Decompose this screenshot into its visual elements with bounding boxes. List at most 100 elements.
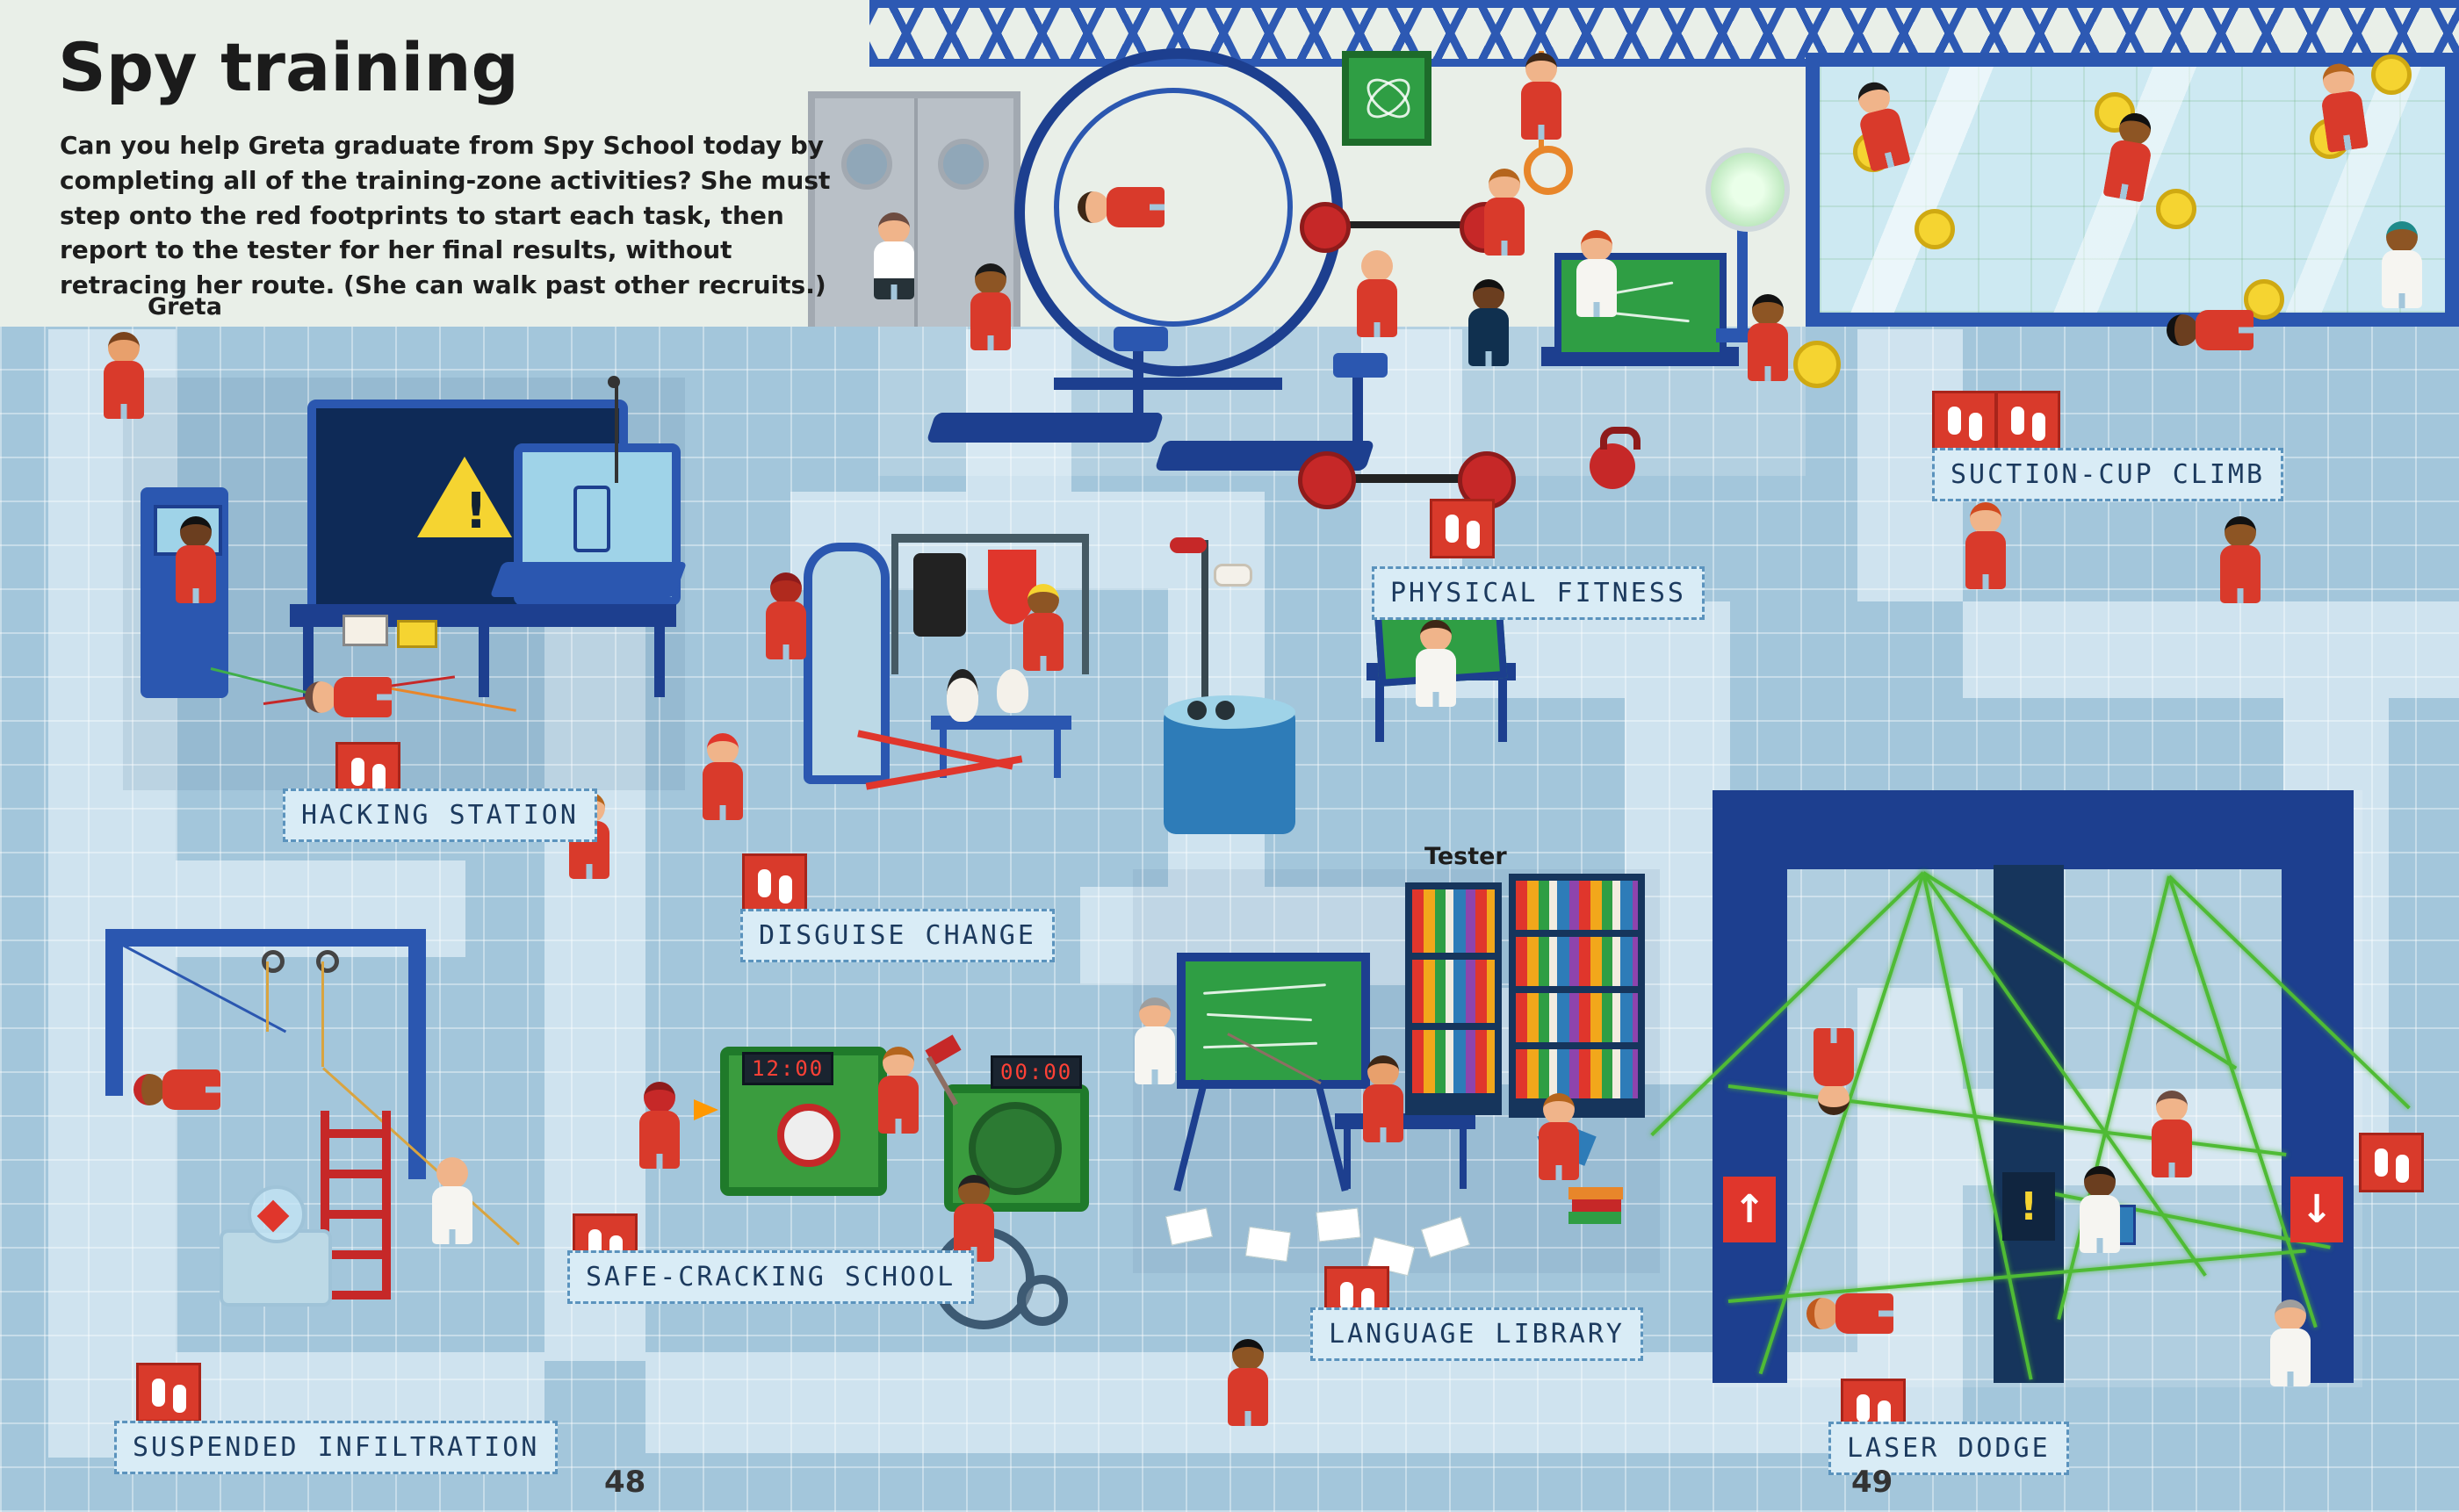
- pulley-icon: [262, 950, 285, 973]
- wheelchair-front-wheel: [1017, 1275, 1068, 1326]
- door-window-icon: [841, 139, 892, 190]
- hat-icon: [1214, 564, 1252, 587]
- treadmill: [926, 413, 1165, 443]
- trainer-figure: [874, 212, 914, 346]
- running-recruit-figure: [1228, 1339, 1268, 1472]
- ladder: [321, 1111, 391, 1300]
- zone-label-physical-fitness: PHYSICAL FITNESS: [1372, 566, 1705, 620]
- yellow-disc-icon: [1793, 341, 1841, 388]
- recruit-figure: [1748, 294, 1788, 428]
- safe-timer-display: 00:00: [991, 1055, 1083, 1089]
- warning-triangle-icon: [417, 457, 512, 537]
- kettlebell-handle: [1600, 427, 1641, 450]
- zone-label-hacking-station: HACKING STATION: [283, 788, 597, 842]
- tuxedo-on-hanger: [913, 553, 966, 637]
- barbell-disc-icon: [1298, 451, 1356, 509]
- lying-recruit-figure: [1806, 1293, 1940, 1334]
- wig-head-bust: [947, 669, 978, 722]
- gym-scientist-figure: [1576, 230, 1617, 364]
- footprints-tile-fitness: [1430, 499, 1495, 558]
- book-row: [1412, 889, 1495, 953]
- footprints-tile-suspended: [136, 1363, 201, 1422]
- pulley-icon: [316, 950, 339, 973]
- zone-label-disguise-change: DISGUISE CHANGE: [740, 909, 1055, 962]
- scattered-paper: [1316, 1207, 1361, 1242]
- hat-stand-pole: [1201, 540, 1208, 764]
- desk-leg: [1375, 680, 1384, 742]
- library-desk: [1335, 1113, 1475, 1129]
- up-arrow-sign-icon: ↑: [1723, 1177, 1776, 1242]
- rope-scientist-figure: [432, 1157, 472, 1291]
- book-stack: [1572, 1199, 1621, 1212]
- clothes-rack-post: [1082, 534, 1089, 674]
- hacker-seated-figure: [176, 516, 216, 650]
- antenna-icon: [615, 386, 618, 483]
- torch-flame-icon: [694, 1099, 718, 1120]
- clipboard-scientist-figure: [2080, 1166, 2120, 1300]
- ceiling-truss: [869, 0, 2459, 67]
- desk-leg: [479, 627, 489, 697]
- suspended-recruit-figure: [133, 1069, 267, 1110]
- treadmill-runner-figure: [970, 263, 1011, 397]
- board-writing-line: [1203, 983, 1326, 995]
- desk-leg: [1498, 680, 1507, 742]
- keyboard: [489, 562, 688, 597]
- scattered-paper: [1244, 1226, 1292, 1263]
- door-divider: [914, 98, 918, 327]
- suction-cup-icon: [2371, 54, 2412, 95]
- wheel-runner-figure: [1078, 187, 1211, 227]
- zone-label-suspended-infiltration: SUSPENDED INFILTRATION: [114, 1421, 559, 1474]
- zone-label-suction-cup-climb: SUCTION-CUP CLIMB: [1932, 448, 2284, 501]
- sikh-doctor-figure: [2382, 221, 2422, 355]
- kettlebell-icon: [1590, 443, 1635, 489]
- door-window-icon: [938, 139, 989, 190]
- running-recruit-figure: [2220, 516, 2261, 650]
- zone-label-language-library: LANGUAGE LIBRARY: [1310, 1307, 1643, 1361]
- book-row: [1516, 881, 1638, 930]
- book-row: [1516, 937, 1638, 986]
- suction-cup-icon: [1915, 209, 1955, 249]
- gadget-box: [397, 620, 437, 648]
- desk-leg: [1460, 1129, 1467, 1189]
- phone-outline-icon: [573, 486, 610, 552]
- beret-icon: [1170, 537, 1207, 553]
- laser-frame-pillar: [2282, 790, 2354, 1383]
- dressing-mirror: [804, 543, 890, 784]
- barbell-disc-icon: [1300, 202, 1351, 253]
- crawling-recruit-figure: [2167, 310, 2300, 350]
- shocked-scientist-figure: [2270, 1300, 2311, 1433]
- bookshelf: [1509, 874, 1645, 1118]
- desk-leg: [1344, 1129, 1351, 1189]
- suction-cup-icon: [2156, 189, 2196, 229]
- gadget-box: [343, 615, 388, 646]
- footprints-tile-disguise: [742, 853, 807, 913]
- book-row: [1516, 993, 1638, 1042]
- warning-exclamation-icon: !: [465, 482, 487, 540]
- easel-board: [1177, 953, 1370, 1089]
- footprints-tile-suction: [1932, 391, 1997, 450]
- clothes-rack-post: [891, 534, 898, 674]
- weightlifter-figure: [1357, 250, 1397, 384]
- page-number-left: 48: [604, 1465, 646, 1500]
- maze-path: [1963, 601, 2459, 698]
- plasma-globe-pole: [1737, 220, 1748, 334]
- book-row: [1516, 1049, 1638, 1098]
- tester-figure: [1416, 620, 1456, 753]
- phone-man-figure: [1468, 279, 1509, 413]
- wig-recruit-figure: [1023, 584, 1064, 717]
- reading-recruit-figure: [1539, 1093, 1579, 1227]
- hanging-chalkboard: [1342, 51, 1431, 146]
- antenna-tip-icon: [608, 376, 620, 388]
- board-writing-line: [1202, 1041, 1318, 1049]
- cap-recruit-figure: [703, 733, 743, 867]
- book-stack: [1568, 1212, 1621, 1224]
- zone-label-safe-cracking-school: SAFE-CRACKING SCHOOL: [567, 1250, 975, 1304]
- swinging-recruit-figure: [1521, 53, 1561, 186]
- welder-recruit-figure: [639, 1082, 680, 1215]
- handstand-recruit-figure: [1814, 982, 1854, 1115]
- tester-label: Tester: [1424, 843, 1507, 870]
- sunglasses-icon: [1215, 701, 1235, 720]
- hammer-recruit-figure: [878, 1047, 919, 1180]
- page-title: Spy training: [58, 28, 519, 106]
- book-row: [1412, 1030, 1495, 1093]
